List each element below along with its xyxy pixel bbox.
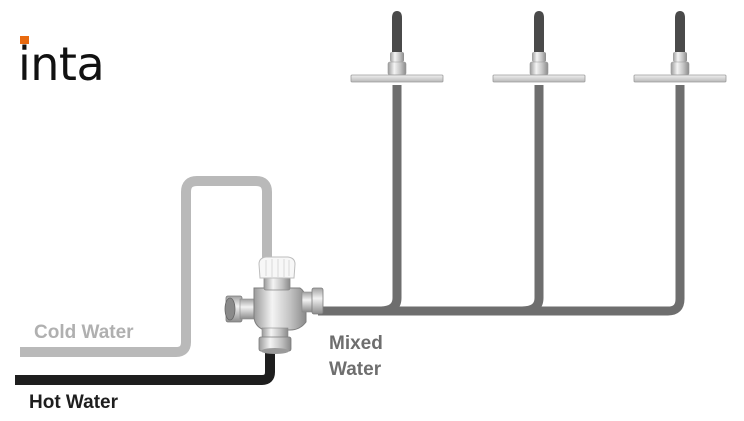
shower-head-2 — [492, 11, 586, 83]
valve-temperature-cap — [258, 256, 296, 279]
hot-water-pipe — [15, 348, 275, 385]
shower-head-1 — [350, 11, 444, 83]
shower-arm — [534, 11, 544, 52]
valve-right-nut — [311, 287, 324, 315]
shower-head-plate — [492, 74, 586, 83]
shower-neck — [387, 61, 407, 76]
mixed-water-main-pipe — [318, 85, 685, 316]
shower-arm — [392, 11, 402, 52]
shower-head-plate — [350, 74, 444, 83]
shower-head-3 — [633, 11, 727, 83]
hot-water-label: Hot Water — [29, 392, 119, 413]
cold-water-label: Cold Water — [34, 322, 134, 343]
mixed-water-branch-2 — [521, 85, 544, 316]
inta-logo: inta — [18, 36, 105, 91]
mixed-water-branch-1 — [379, 85, 402, 316]
thermostatic-mixing-valve — [224, 256, 324, 354]
valve-body — [253, 287, 307, 331]
shower-arm — [675, 11, 685, 52]
logo-text: inta — [18, 37, 104, 91]
mixed-water-pipes — [318, 85, 685, 316]
shower-head-plate — [633, 74, 727, 83]
logo-accent-dot — [20, 36, 29, 44]
shower-neck — [670, 61, 690, 76]
shower-collar — [390, 52, 404, 62]
shower-neck — [529, 61, 549, 76]
shower-collar — [532, 52, 546, 62]
valve-bottom-thread — [261, 327, 289, 339]
cold-water-pipe — [20, 176, 272, 357]
valve-left-port — [224, 297, 236, 321]
mixed-water-label-line2: Water — [329, 359, 382, 380]
shower-collar — [673, 52, 687, 62]
valve-bottom-port — [261, 348, 289, 354]
mixed-water-label-line1: Mixed — [329, 333, 383, 354]
